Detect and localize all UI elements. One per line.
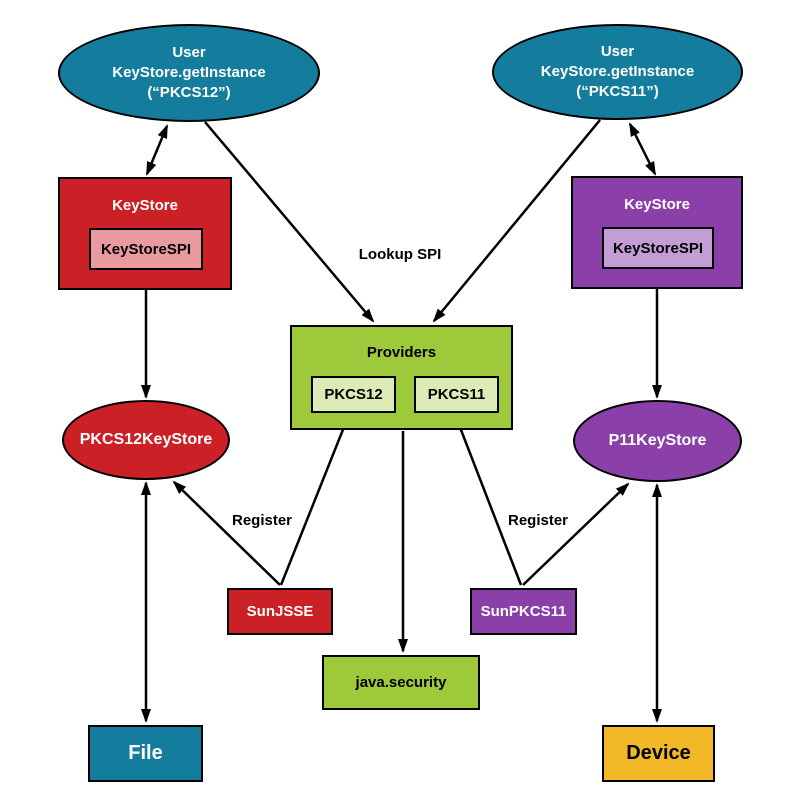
- p11keystore-label: P11KeyStore: [608, 432, 707, 449]
- node-provider-pkcs12: PKCS12: [311, 376, 396, 413]
- node-device: Device: [602, 725, 715, 782]
- user-left-line1: User: [172, 44, 206, 61]
- user-right-line3: (“PKCS11”): [576, 83, 659, 100]
- arrow-user12-providers: [204, 121, 375, 323]
- node-file: File: [88, 725, 203, 782]
- pkcs12keystore-label: PKCS12KeyStore: [79, 431, 213, 448]
- node-pkcs12keystore: PKCS12KeyStore: [62, 400, 230, 480]
- user-left-line3: (“PKCS12”): [147, 84, 231, 101]
- keystore-right-title: KeyStore: [624, 196, 690, 213]
- node-keystorespi-right: KeyStoreSPI: [602, 227, 714, 269]
- arrow-sunpkcs11-p11keystore: [522, 482, 630, 586]
- providers-title: Providers: [366, 344, 437, 361]
- user-right-line2: KeyStore.getInstance: [540, 63, 695, 80]
- javasecurity-label: java.security: [355, 674, 447, 691]
- node-user-pkcs11-text: User KeyStore.getInstance (“PKCS11”): [541, 42, 694, 102]
- node-keystore-left: KeyStore KeyStoreSPI: [58, 177, 232, 290]
- label-register-right: Register: [507, 512, 569, 529]
- arrow-sunpkcs11-pkcs11-provider: [454, 415, 523, 586]
- sunpkcs11-label: SunPKCS11: [480, 603, 567, 620]
- label-lookup-spi: Lookup SPI: [358, 246, 442, 263]
- node-provider-pkcs11: PKCS11: [414, 376, 499, 413]
- node-sunjsse: SunJSSE: [227, 588, 333, 635]
- arrow-sunjsse-pkcs12keystore: [172, 480, 281, 586]
- arrow-user11-providers: [432, 119, 601, 323]
- node-keystore-right: KeyStore KeyStoreSPI: [571, 176, 743, 289]
- node-sunpkcs11: SunPKCS11: [470, 588, 577, 635]
- keystore-left-title: KeyStore: [112, 197, 178, 214]
- provider-pkcs12-label: PKCS12: [324, 386, 383, 403]
- user-right-line1: User: [600, 43, 635, 60]
- node-user-getinstance-pkcs11: User KeyStore.getInstance (“PKCS11”): [492, 24, 743, 120]
- node-user-getinstance-pkcs12: User KeyStore.getInstance (“PKCS12”): [58, 24, 320, 122]
- arrow-user11-keystore-right: [628, 122, 657, 176]
- device-label: Device: [626, 742, 691, 764]
- label-register-left: Register: [231, 512, 293, 529]
- node-keystorespi-left: KeyStoreSPI: [89, 228, 203, 270]
- node-user-pkcs12-text: User KeyStore.getInstance (“PKCS12”): [112, 43, 265, 103]
- node-p11keystore: P11KeyStore: [573, 400, 742, 482]
- file-label: File: [128, 742, 163, 764]
- provider-pkcs11-label: PKCS11: [427, 386, 486, 403]
- node-providers: Providers PKCS12 PKCS11: [290, 325, 513, 430]
- keystorespi-right-label: KeyStoreSPI: [612, 239, 704, 257]
- node-javasecurity: java.security: [322, 655, 480, 710]
- arrow-user12-keystore-left: [145, 124, 169, 176]
- keystorespi-left-label: KeyStoreSPI: [100, 240, 192, 258]
- arrow-sunjsse-pkcs12-provider: [279, 415, 350, 586]
- sunjsse-label: SunJSSE: [246, 603, 314, 620]
- user-left-line2: KeyStore.getInstance: [112, 64, 266, 81]
